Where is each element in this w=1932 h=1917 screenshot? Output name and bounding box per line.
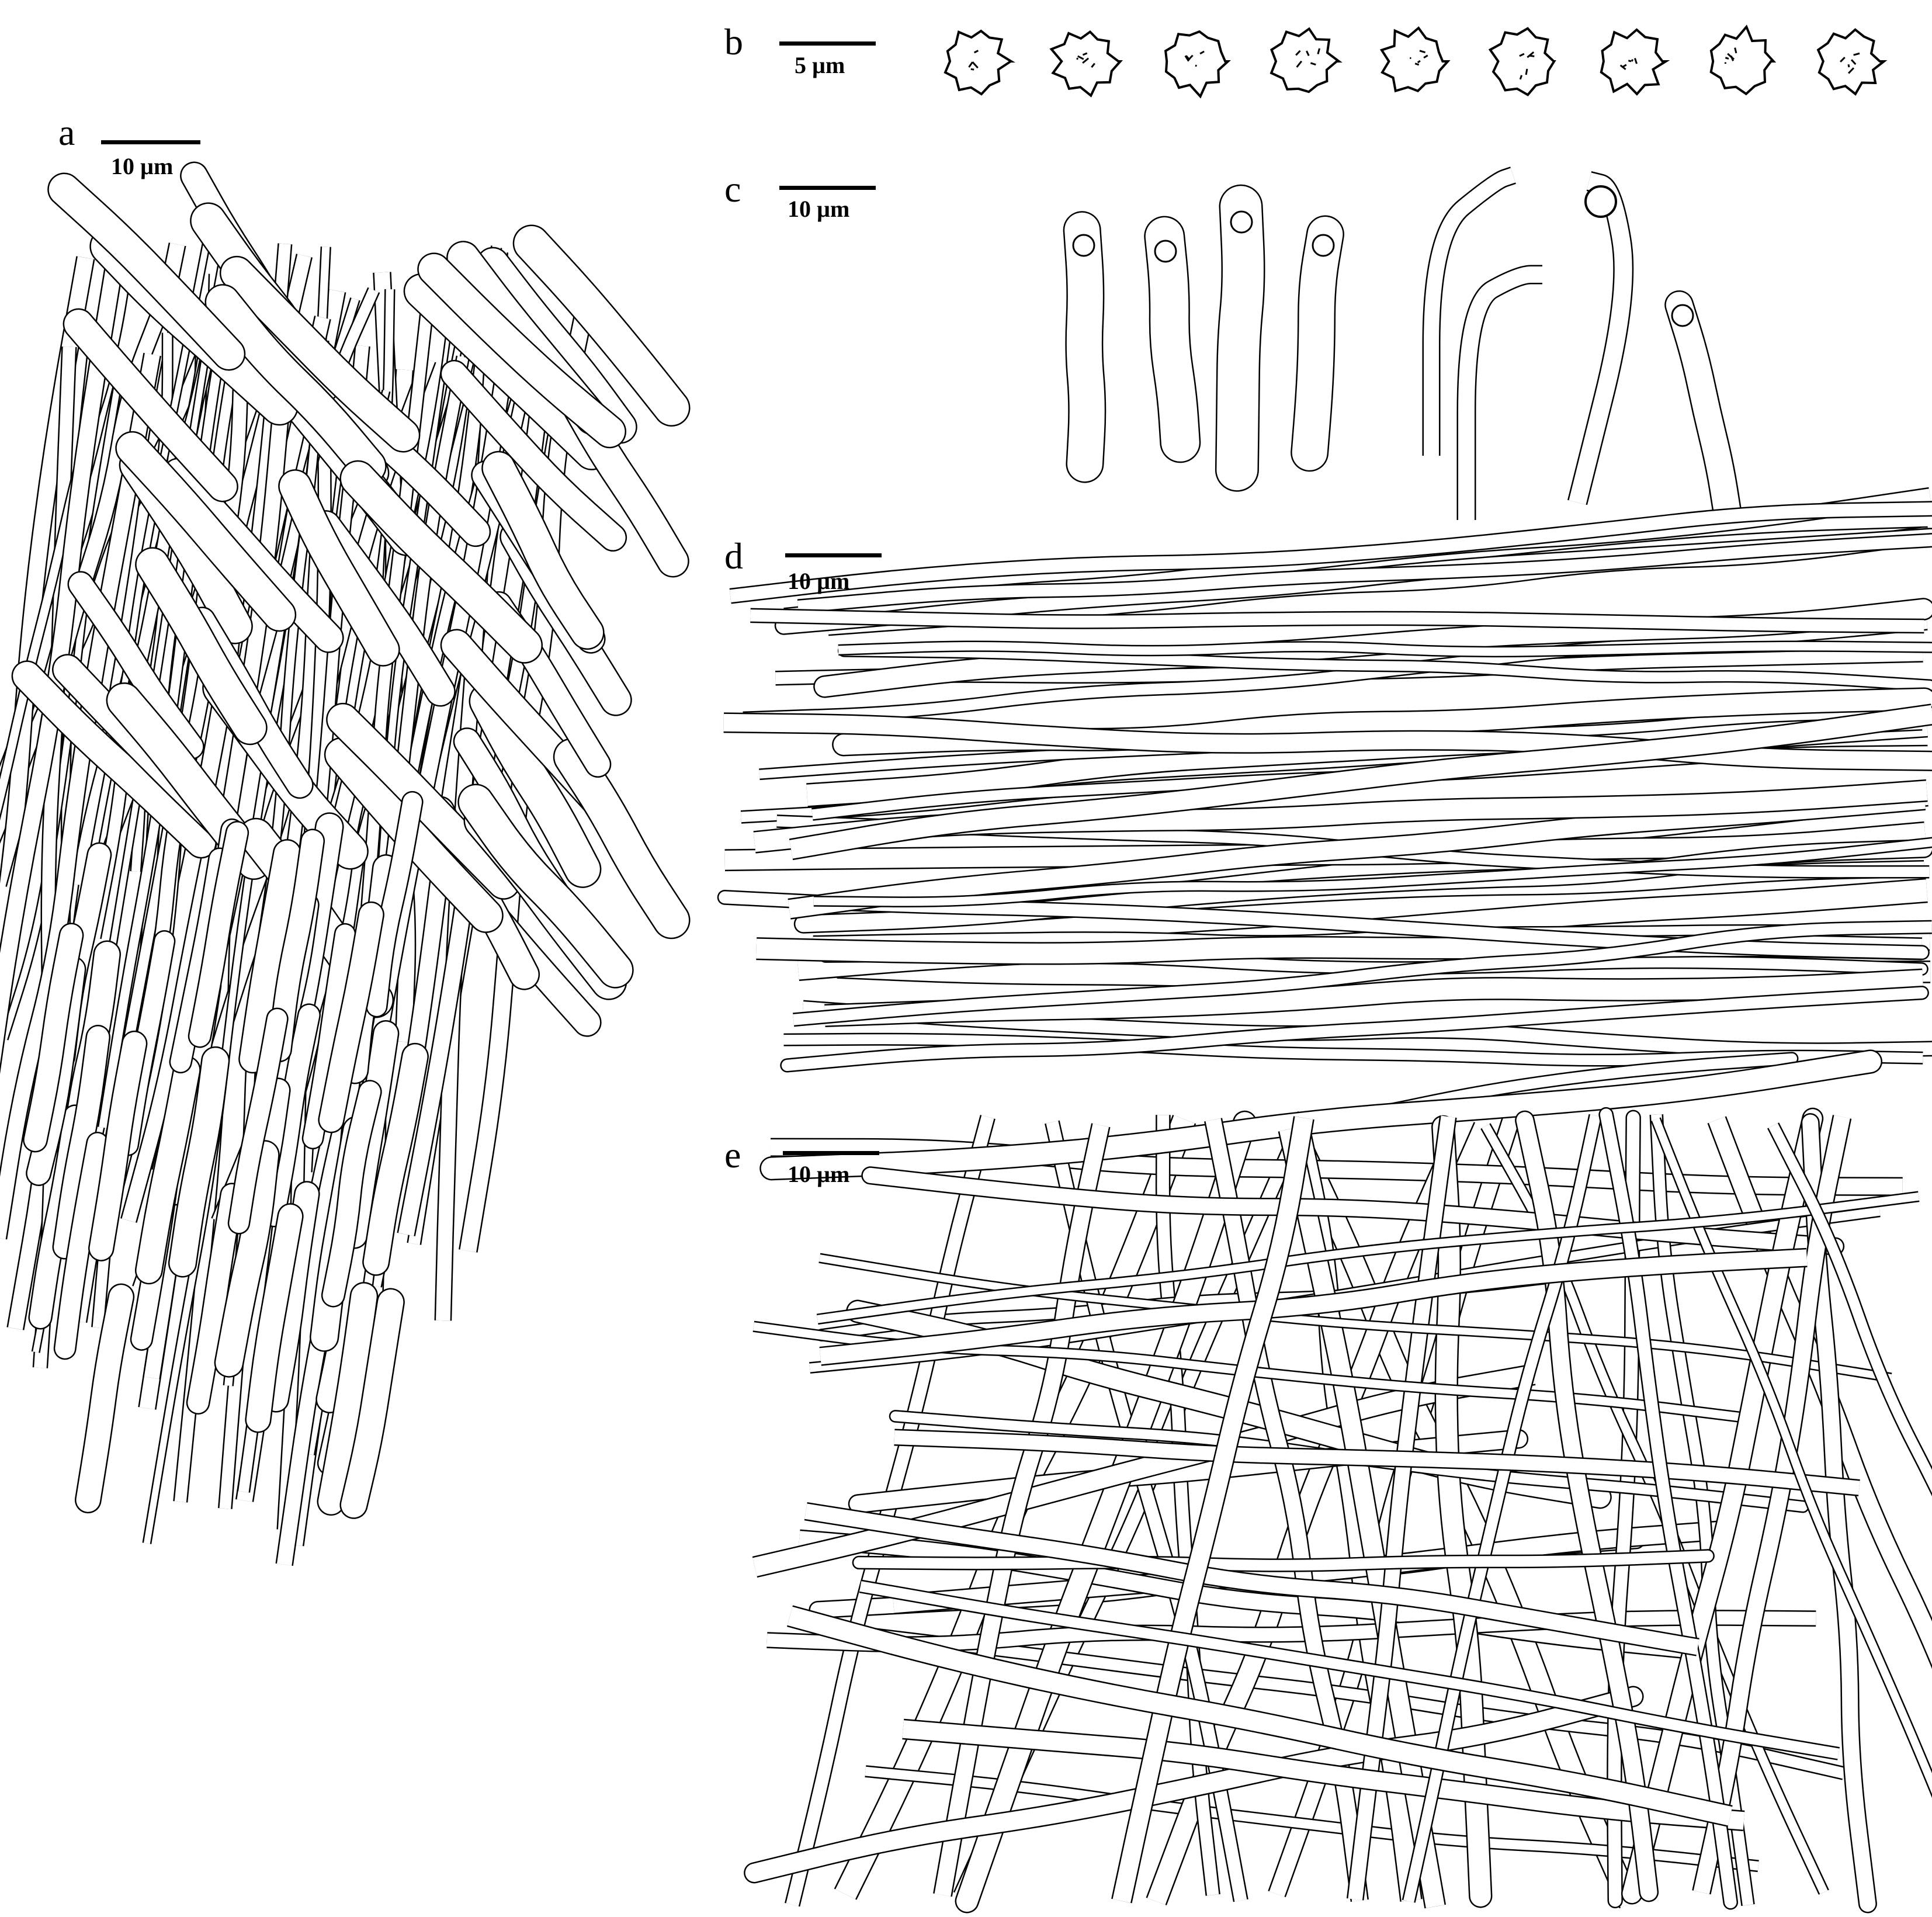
scale-bar-e — [783, 1151, 879, 1155]
scale-bar-c — [779, 186, 876, 190]
panel-label-e: e — [724, 1134, 741, 1176]
spore — [1816, 28, 1888, 96]
cystidium — [1144, 216, 1201, 463]
cystidium — [1291, 215, 1344, 472]
cystidium — [1664, 290, 1743, 530]
cystidium — [1215, 184, 1265, 492]
panel-label-a: a — [58, 112, 75, 153]
panel-d-hyphae — [717, 487, 1932, 1073]
basidium — [1422, 167, 1634, 521]
cystidium — [1063, 211, 1107, 483]
scale-text-b: 5 µm — [795, 52, 845, 78]
panel-label-c: c — [724, 168, 741, 210]
spore — [1600, 28, 1670, 96]
scale-bar-d — [785, 553, 882, 557]
panel-label-b: b — [724, 21, 743, 63]
scale-text-c: 10 µm — [788, 196, 850, 222]
scale-bar-b — [779, 41, 876, 46]
panel-label-d: d — [724, 535, 743, 577]
panel-a-hyphae — [0, 161, 691, 1566]
scale-text-a: 10 µm — [111, 153, 174, 179]
spore — [1164, 30, 1232, 99]
panel-b-spores — [944, 25, 1888, 99]
panel-c-cells — [1063, 167, 1743, 530]
scale-bar-a — [101, 140, 200, 144]
spore — [944, 29, 1015, 96]
spore — [1379, 26, 1451, 93]
spore — [1709, 25, 1777, 96]
panel-e-hyphae — [744, 1049, 1932, 1913]
scale-text-e: 10 µm — [788, 1161, 850, 1187]
spore — [1488, 27, 1556, 96]
spore — [1049, 30, 1123, 98]
scale-text-d: 10 µm — [788, 568, 850, 594]
spore — [1269, 27, 1343, 93]
